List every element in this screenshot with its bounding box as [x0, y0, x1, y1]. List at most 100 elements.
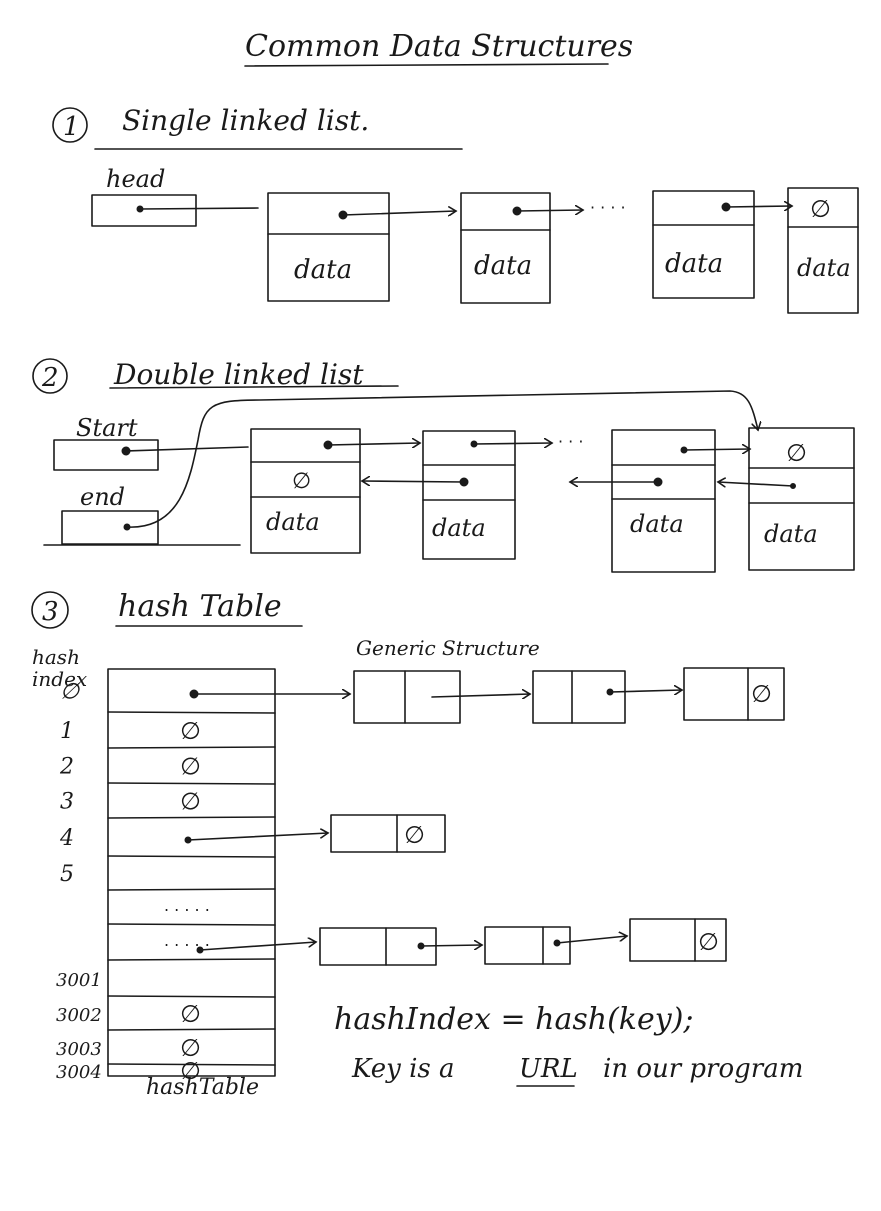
- hash-index-header-line2: index: [32, 667, 87, 691]
- chain-0-link-2-3: [609, 690, 682, 692]
- head-pointer-box: [91, 194, 197, 227]
- single-node-1-data: data: [294, 255, 352, 285]
- section-2-number: 2: [41, 363, 59, 393]
- hash-row-divider: [107, 746, 276, 749]
- section-2-circle: [32, 358, 68, 394]
- hash-index-0: ∅: [60, 680, 80, 705]
- chain-3001-node-3-null: ∅: [698, 928, 719, 956]
- hash-table-label: hashTable: [146, 1075, 259, 1100]
- hash-index-header-line1: hash: [32, 645, 80, 669]
- double-node-3-data: data: [630, 510, 684, 538]
- hash-row-divider: [107, 923, 276, 926]
- hash-row-null: ∅: [180, 1034, 201, 1062]
- single-link-1-2: [342, 211, 456, 215]
- generic-structure-label: Generic Structure: [356, 636, 540, 660]
- single-node-4-data: data: [797, 254, 851, 282]
- head-label: head: [106, 165, 165, 193]
- hash-index-9: 3002: [56, 1005, 102, 1026]
- start-pointer-box: [53, 439, 159, 471]
- note-suffix: in our program: [603, 1054, 803, 1084]
- row-3001-link: [199, 942, 316, 951]
- section-2-heading: Double linked list: [113, 358, 364, 391]
- note-prefix: Key is a: [351, 1054, 455, 1084]
- hash-row-null: ∅: [180, 788, 201, 816]
- hash-index-3: 3: [60, 790, 74, 815]
- section-hash-table: 3 hash Table hash index Generic Structur…: [31, 589, 803, 1100]
- section-3-circle: [31, 591, 69, 629]
- single-node-1: [267, 192, 390, 302]
- hash-index-5: 5: [60, 862, 74, 887]
- note-url: URL: [519, 1054, 578, 1084]
- hash-row-null: ∅: [180, 1000, 201, 1028]
- hash-row-null: ∅: [180, 753, 201, 781]
- hash-row-divider: [107, 816, 276, 819]
- hash-index-11: 3004: [56, 1062, 102, 1083]
- double-node-1-prev-null: ∅: [292, 469, 311, 494]
- end-pointer-box: [61, 510, 159, 545]
- double-node-4-next-null: ∅: [786, 439, 807, 467]
- page-title: Common Data Structures: [245, 29, 633, 64]
- head-link: [139, 207, 259, 210]
- hash-row-ellipsis: . . . . .: [164, 896, 210, 915]
- single-node-3-data: data: [665, 249, 723, 279]
- single-node-2-data: data: [474, 251, 532, 281]
- double-ellipsis: · · ·: [558, 432, 583, 451]
- single-link-3-4: [725, 206, 792, 207]
- title-group: Common Data Structures: [244, 29, 633, 67]
- hash-row-divider: [107, 1028, 276, 1031]
- section-1-circle: [52, 107, 88, 143]
- chain-4-node-1: [330, 814, 446, 853]
- end-label: end: [80, 483, 125, 511]
- double-prev-2-1: [362, 481, 465, 482]
- double-next-2-ellipsis: [473, 443, 552, 444]
- single-ellipsis: · · · ·: [590, 198, 626, 217]
- hash-row-divider: [107, 995, 276, 998]
- single-node-4-null: ∅: [810, 195, 831, 223]
- hash-row-divider: [107, 782, 276, 785]
- double-node-1: [250, 428, 361, 554]
- chain-3001-link-1-2: [420, 945, 482, 946]
- hash-index-4: 4: [59, 826, 74, 851]
- start-link: [125, 446, 249, 452]
- double-node-4: [748, 427, 855, 571]
- hash-row-divider: [107, 855, 276, 858]
- single-link-2-ellipsis: [516, 210, 583, 211]
- single-node-3: [652, 190, 755, 299]
- double-next-3-4: [683, 449, 750, 450]
- chain-0-node-1: [353, 670, 461, 724]
- start-label: Start: [76, 414, 138, 442]
- hash-row-divider: [107, 958, 276, 961]
- section-1-heading: Single linked list.: [122, 104, 369, 137]
- hash-table-box: [107, 668, 276, 1077]
- hash-index-8: 3001: [56, 970, 102, 991]
- hash-table-rows: ∅∅∅. . . . .. . . . .∅∅∅: [107, 711, 276, 1085]
- section-3-heading: hash Table: [118, 589, 282, 624]
- section-2-underline: [109, 385, 399, 389]
- section-1-number: 1: [63, 112, 80, 142]
- chain-4-node-1-null: ∅: [404, 821, 425, 849]
- chain-0-link-1-2: [431, 694, 530, 697]
- hash-row-null: ∅: [180, 1057, 201, 1085]
- section-single-linked-list: 1 Single linked list. head data data · ·…: [52, 104, 859, 314]
- hash-index-1: 1: [60, 719, 74, 744]
- chain-0-node-3: [683, 667, 785, 721]
- chain-3001-node-3: [629, 918, 727, 962]
- chain-0-node-2: [532, 670, 626, 724]
- chain-3001-link-2-3: [556, 936, 627, 944]
- section-3-number: 3: [42, 597, 59, 627]
- double-node-2-data: data: [432, 514, 486, 542]
- single-node-2: [460, 192, 551, 304]
- chain-0-node-3-null: ∅: [751, 680, 772, 708]
- hash-formula: hashIndex = hash(key);: [334, 1002, 694, 1037]
- hash-row-null: ∅: [180, 717, 201, 745]
- row-4-link: [187, 833, 328, 841]
- single-node-4: [787, 187, 859, 314]
- double-node-2: [422, 430, 516, 560]
- hash-row-divider: [107, 888, 276, 891]
- hash-index-10: 3003: [56, 1039, 102, 1060]
- hash-index-2: 2: [59, 755, 74, 780]
- chain-3001-node-2: [484, 926, 571, 965]
- double-prev-4-3: [718, 482, 794, 486]
- end-link-to-last: [126, 390, 758, 528]
